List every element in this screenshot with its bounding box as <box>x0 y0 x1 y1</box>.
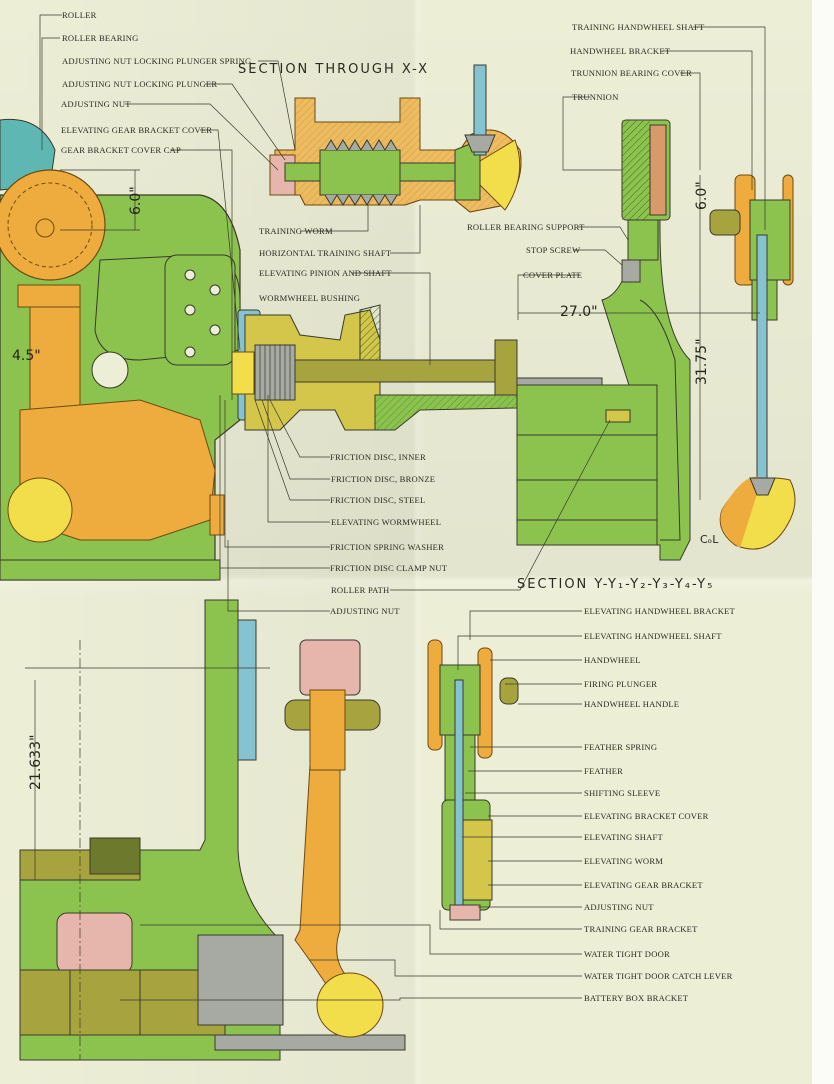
label-friction-disc-inner: FRICTION DISC, INNER <box>330 452 426 462</box>
label-training-handwheel-shaft: TRAINING HANDWHEEL SHAFT <box>572 22 705 32</box>
label-elevating-handwheel-bracket: ELEVATING HANDWHEEL BRACKET <box>584 606 735 616</box>
label-friction-disc-steel: FRICTION DISC, STEEL <box>330 495 426 505</box>
dimension-4-5: 4.5" <box>12 348 41 364</box>
label-handwheel-bracket: HANDWHEEL BRACKET <box>570 46 671 56</box>
left-top-assembly <box>0 118 241 581</box>
label-wormwheel-bushing: WORMWHEEL BUSHING <box>259 293 361 303</box>
label-cover-plate: COVER PLATE <box>523 270 583 280</box>
label-water-tight-door-catch-lever: WATER TIGHT DOOR CATCH LEVER <box>584 971 733 981</box>
label-training-worm: TRAINING WORM <box>259 226 333 236</box>
label-stop-screw: STOP SCREW <box>526 245 581 255</box>
dimension-21-633: 21.633" <box>28 734 44 790</box>
section-x-x-drawing <box>269 64 522 213</box>
label-adjusting-nut-middle: ADJUSTING NUT <box>330 606 400 616</box>
label-elevating-handwheel-shaft: ELEVATING HANDWHEEL SHAFT <box>584 631 722 641</box>
bottom-left-assembly <box>19 599 406 1061</box>
label-adjusting-nut-top: ADJUSTING NUT <box>61 99 131 109</box>
label-friction-spring-washer: FRICTION SPRING WASHER <box>330 542 445 552</box>
label-gear-bracket-cover-cap: GEAR BRACKET COVER CAP <box>61 145 182 155</box>
label-adjusting-nut-locking-plunger: ADJUSTING NUT LOCKING PLUNGER <box>62 79 218 89</box>
label-roller-bearing: ROLLER BEARING <box>62 33 139 43</box>
section-y-y-drawing <box>231 119 691 561</box>
label-elevating-wormwheel: ELEVATING WORMWHEEL <box>331 517 442 527</box>
label-feather-spring: FEATHER SPRING <box>584 742 658 752</box>
label-trunnion-bearing-cover: TRUNNION BEARING COVER <box>571 68 692 78</box>
label-battery-box-bracket: BATTERY BOX BRACKET <box>584 993 689 1003</box>
label-elevating-shaft: ELEVATING SHAFT <box>584 832 663 842</box>
label-water-tight-door: WATER TIGHT DOOR <box>584 949 670 959</box>
label-elevating-worm: ELEVATING WORM <box>584 856 664 866</box>
dimension-27-0: 27.0" <box>560 304 598 320</box>
label-roller: ROLLER <box>62 10 97 20</box>
label-friction-disc-clamp-nut: FRICTION DISC CLAMP NUT <box>330 563 448 573</box>
label-friction-disc-bronze: FRICTION DISC, BRONZE <box>331 474 436 484</box>
label-roller-path: ROLLER PATH <box>331 585 390 595</box>
label-training-gear-bracket: TRAINING GEAR BRACKET <box>584 924 698 934</box>
label-firing-plunger: FIRING PLUNGER <box>584 679 658 689</box>
label-handwheel-handle: HANDWHEEL HANDLE <box>584 699 680 709</box>
label-shifting-sleeve: SHIFTING SLEEVE <box>584 788 661 798</box>
leader-lines <box>25 14 766 1060</box>
label-adjusting-nut-bottom: ADJUSTING NUT <box>584 902 654 912</box>
label-elevating-pinion-and-shaft: ELEVATING PINION AND SHAFT <box>259 268 392 278</box>
label-roller-bearing-support: ROLLER BEARING SUPPORT <box>467 222 585 232</box>
elevating-handwheel-drawing <box>427 639 519 921</box>
section-x-x-title: SECTION THROUGH X-X <box>238 62 430 77</box>
label-feather: FEATHER <box>584 766 624 776</box>
label-adjusting-nut-locking-plunger-spring: ADJUSTING NUT LOCKING PLUNGER SPRING <box>62 56 252 66</box>
training-handwheel-drawing <box>709 174 796 550</box>
label-trunnion: TRUNNION <box>572 92 619 102</box>
label-elevating-gear-bracket-cover: ELEVATING GEAR BRACKET COVER <box>61 125 213 135</box>
label-elevating-bracket-cover: ELEVATING BRACKET COVER <box>584 811 709 821</box>
label-horizontal-training-shaft: HORIZONTAL TRAINING SHAFT <box>259 248 392 258</box>
centerline-mark: CₒL <box>700 533 719 546</box>
dimension-31-75: 31.75" <box>694 338 710 385</box>
label-handwheel: HANDWHEEL <box>584 655 641 665</box>
label-elevating-gear-bracket: ELEVATING GEAR BRACKET <box>584 880 703 890</box>
scan-edge <box>812 0 834 1084</box>
section-y-y-title: SECTION Y-Y₁-Y₂-Y₃-Y₄-Y₅ <box>517 577 715 592</box>
dimension-6-0-right: 6.0" <box>694 181 710 210</box>
dimension-6-0-left: 6.0" <box>128 186 144 215</box>
